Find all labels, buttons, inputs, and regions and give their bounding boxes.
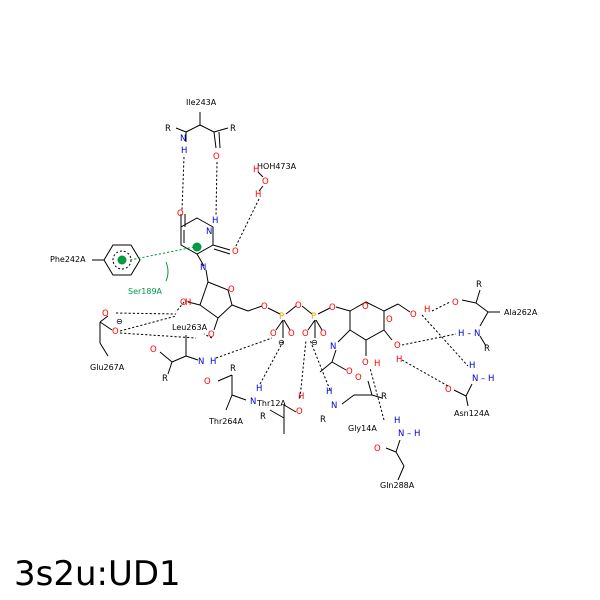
uracil-ring: O N H O N (177, 209, 239, 273)
pyrophosphate: P P O O O O O O ⊖ ⊖ (267, 301, 336, 347)
label-thr12: Thr12A (256, 399, 286, 408)
residue-hoh473: HOH473A H O H (253, 162, 297, 200)
atom-o: O (208, 330, 215, 340)
label-glu267: Glu267A (90, 363, 125, 372)
atom-h: H (253, 165, 259, 175)
ring-centroid-marker (192, 242, 202, 252)
residue-ala262: R O Ala262A H – N R (452, 280, 538, 354)
atom-n: N (198, 357, 204, 367)
label-thr264: Thr264A (208, 417, 244, 426)
atom-n: N (200, 263, 206, 273)
atom-o: O (302, 329, 309, 339)
atom-r: R (230, 364, 236, 374)
atom-r: R (320, 415, 326, 425)
atom-o: O (213, 152, 220, 162)
atom-h: H (298, 392, 304, 402)
hydrogen-bonds (115, 156, 469, 421)
atom-h: H (424, 305, 430, 315)
atom-h: H (185, 298, 191, 308)
residue-ile243: Ile243A R N H R O (165, 98, 236, 162)
atom-o: O (394, 341, 401, 351)
residue-glu267: O O ⊖ Glu267A (90, 309, 125, 372)
charge-minus: ⊖ (278, 338, 285, 347)
atom-o: O (346, 367, 353, 377)
atom-n: N (330, 342, 336, 352)
atom-h-n: H – N (458, 329, 480, 339)
charge-minus: ⊖ (116, 317, 123, 326)
atom-o: O (329, 303, 336, 313)
atom-o: O (362, 302, 369, 312)
atom-h: H (394, 416, 400, 426)
atom-p: P (311, 312, 316, 322)
atom-n: N (250, 397, 256, 407)
atom-o: O (410, 310, 417, 320)
atom-n-h: N – H (398, 429, 420, 439)
atom-h: H (256, 384, 262, 394)
atom-h: H (396, 355, 402, 365)
ring-centroid-marker (117, 255, 127, 265)
atom-o: O (270, 329, 277, 339)
atom-h: H (255, 190, 261, 200)
residue-thr264: O R N H R Thr264A (204, 364, 266, 426)
label-ala262: Ala262A (504, 308, 538, 317)
atom-r: R (260, 412, 266, 422)
atom-o: O (261, 302, 268, 312)
residue-gly14: N H R O R Gly14A (320, 373, 387, 433)
label-ser189: Ser189A (128, 287, 163, 296)
label-gln288: Gln288A (380, 481, 415, 490)
atom-o: O (204, 377, 211, 387)
atom-r: R (476, 280, 482, 290)
residue-asn124: H N – H O Asn124A (445, 361, 494, 418)
atom-o: O (150, 345, 157, 355)
atom-o: O (112, 327, 119, 337)
atom-o: O (452, 298, 459, 308)
label-leu263: Leu263A (172, 323, 208, 332)
atom-o: O (445, 385, 452, 395)
residue-leu263: Leu263A O N H R (150, 323, 216, 384)
atom-o: O (177, 209, 184, 219)
atom-h: H (374, 359, 380, 369)
atom-o: O (355, 373, 362, 383)
atom-o: O (296, 407, 303, 417)
atom-r: R (230, 124, 236, 134)
atom-r: R (165, 124, 171, 134)
atom-o: O (295, 301, 302, 311)
label-asn124: Asn124A (454, 409, 490, 418)
residue-gln288: H N – H O Gln288A (374, 416, 420, 490)
atom-o: O (288, 329, 295, 339)
residue-thr12: Thr12A O H (256, 392, 304, 434)
atom-o: O (362, 358, 369, 368)
atom-n-h: N – H (472, 374, 494, 384)
atom-o: O (386, 315, 393, 325)
atom-h: H (469, 361, 475, 371)
atom-n: N (180, 134, 186, 144)
atom-o: O (228, 285, 235, 295)
atom-o: O (320, 329, 327, 339)
atom-r: R (381, 392, 387, 402)
residue-phe242: Phe242A (50, 244, 141, 276)
atom-h: H (210, 357, 216, 367)
atom-r: R (162, 374, 168, 384)
label-phe242: Phe242A (50, 255, 86, 264)
diagram-title: 3s2u:UD1 (14, 554, 181, 594)
atom-o: O (232, 247, 239, 257)
atom-o: O (102, 309, 109, 319)
atom-p: P (279, 312, 284, 322)
atom-h: H (212, 216, 218, 226)
atom-n: N (331, 401, 337, 411)
residue-ser189: Ser189A (128, 261, 169, 296)
atom-n: N (206, 227, 212, 237)
atom-h: H (326, 387, 332, 397)
atom-h: H (181, 146, 187, 156)
charge-minus: ⊖ (311, 338, 318, 347)
atom-o: O (262, 177, 269, 187)
label-gly14: Gly14A (348, 424, 377, 433)
label-ile243: Ile243A (186, 98, 217, 107)
label-hoh473: HOH473A (257, 162, 297, 171)
atom-r: R (484, 344, 490, 354)
atom-o: O (374, 444, 381, 454)
sugar-ring: O O H O O H O H N O (319, 301, 430, 377)
